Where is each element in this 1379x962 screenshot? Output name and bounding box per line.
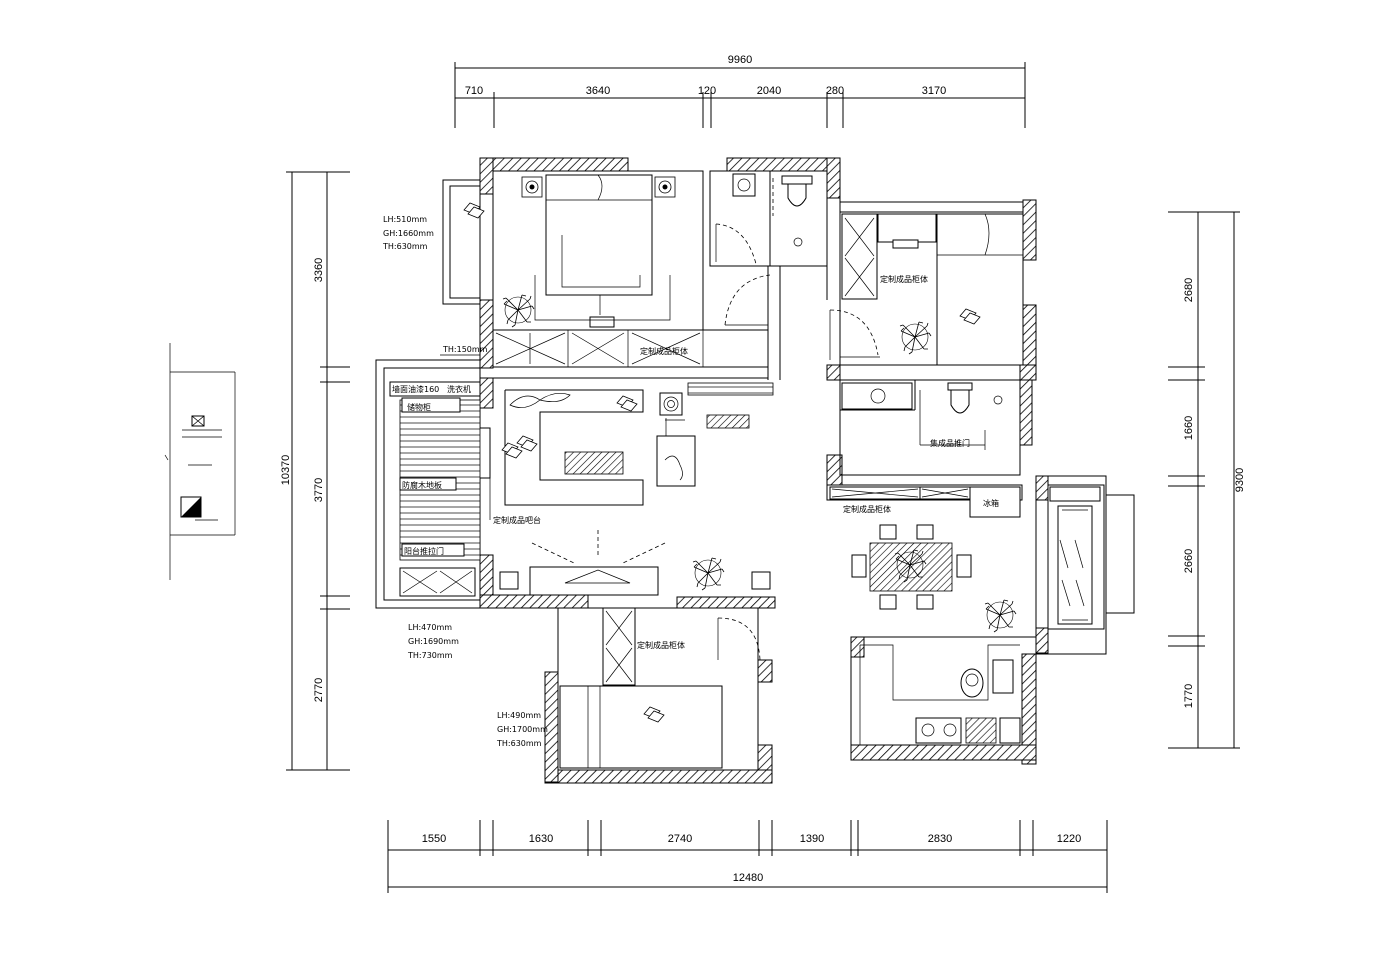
right-total: 9300 [1234, 468, 1246, 492]
sink-icon [737, 178, 751, 192]
pillow-icon [616, 395, 638, 412]
left-dimensions: 10370 3360 3770 2770 [280, 171, 350, 771]
corridor-doors [724, 274, 880, 360]
bar-counter-label: 定制成品吧台 [493, 515, 541, 525]
right-dimensions: 9300 2680 1660 2660 1770 [1168, 211, 1246, 749]
utility-balcony [1049, 486, 1101, 625]
right-seg-3: 2660 [1183, 549, 1195, 573]
balcony-window-lh: LH:470mm [408, 623, 452, 632]
left-seg-2: 3770 [313, 478, 325, 502]
top-seg-2: 3640 [586, 85, 610, 97]
bottom-seg-6: 1220 [1057, 833, 1081, 845]
second-bedroom: 定制成品柜体 [841, 213, 1024, 366]
toilet-icon [787, 183, 807, 207]
plant-icon [692, 557, 725, 591]
small-window-lh: LH:490mm [497, 711, 541, 720]
lamp-icon [654, 176, 676, 198]
bottom-seg-1: 1550 [422, 833, 446, 845]
second-wardrobe [841, 213, 878, 300]
right-seg-2: 1660 [1183, 416, 1195, 440]
sink-icon [870, 388, 886, 404]
fridge [969, 486, 1021, 518]
kitchen [859, 644, 1021, 745]
balcony-window-gh: GH:1690mm [408, 637, 459, 646]
pillow-icon [516, 435, 538, 452]
lamp-icon [521, 176, 543, 198]
wall-note-1: 墙面油漆160 [392, 384, 439, 394]
top-seg-4: 2040 [757, 85, 781, 97]
balcony-door-label: 阳台推拉门 [404, 546, 444, 556]
dining-cabinet-label: 定制成品柜体 [843, 504, 891, 514]
plant-icon [984, 599, 1017, 633]
master-bath [715, 173, 813, 265]
top-seg-3: 120 [698, 85, 716, 97]
wall-note-3: 储物柜 [407, 402, 431, 412]
master-bedroom: 定制成品柜体 LH:510mm GH:1660mm TH:630mm TH:15… [382, 174, 769, 368]
living-room: 定制成品吧台 [456, 382, 774, 596]
bottom-total: 12480 [733, 872, 764, 884]
master-bed [545, 174, 653, 296]
floor-note: 防腐木地板 [402, 480, 442, 490]
small-window-gh: GH:1700mm [497, 725, 548, 734]
dining-area: 冰箱 定制成品柜体 [829, 486, 1021, 633]
bottom-seg-5: 2830 [928, 833, 952, 845]
plant-icon [899, 321, 932, 355]
small-bedroom: 定制成品柜体 LH:490mm GH:1700mm TH:630mm [496, 607, 761, 769]
master-wardrobe-label: 定制成品柜体 [640, 346, 688, 356]
bottom-dimensions: 1550 1630 2740 1390 2830 1220 12480 [387, 820, 1108, 893]
pillow-icon [463, 202, 485, 219]
second-wardrobe-label: 定制成品柜体 [880, 274, 928, 284]
bottom-seg-2: 1630 [529, 833, 553, 845]
second-bed [936, 213, 1024, 366]
small-wardrobe-label: 定制成品柜体 [637, 640, 685, 650]
dining-table [869, 542, 953, 592]
fridge-label: 冰箱 [983, 498, 999, 508]
plant-icon [502, 294, 535, 328]
master-window-th: TH:630mm [382, 242, 428, 251]
left-seg-3: 2770 [313, 678, 325, 702]
small-wardrobe [602, 607, 636, 686]
left-total: 10370 [280, 455, 292, 486]
balcony-cabinet [399, 567, 476, 597]
toilet-icon [950, 389, 970, 414]
master-window-gh: GH:1660mm [383, 229, 434, 238]
left-seg-1: 3360 [313, 258, 325, 282]
right-seg-4: 1770 [1183, 684, 1195, 708]
th-note: TH:150mm [442, 345, 488, 354]
second-bath: 集成品推门 [841, 382, 1003, 450]
stove-icon [915, 717, 962, 744]
person-icon [960, 668, 984, 698]
bottom-seg-4: 1390 [800, 833, 824, 845]
balcony: 墙面油漆160 洗衣机 储物柜 防腐木地板 阳台推拉门 LH:470mm GH:… [389, 381, 481, 660]
balcony-window-th: TH:730mm [407, 651, 453, 660]
top-seg-5: 280 [826, 85, 844, 97]
top-total: 9960 [728, 54, 752, 66]
master-wardrobe [492, 329, 769, 368]
top-seg-6: 3170 [922, 85, 946, 97]
armchair [656, 435, 696, 487]
small-window-th: TH:630mm [496, 739, 542, 748]
legend-box [164, 343, 236, 580]
top-dimensions: 9960 710 3640 120 2040 280 3170 [454, 54, 1026, 128]
master-window-lh: LH:510mm [383, 215, 427, 224]
wall-note-2: 洗衣机 [447, 384, 471, 394]
bottom-seg-3: 2740 [668, 833, 692, 845]
small-bed [559, 685, 723, 769]
bath-door-label: 集成品推门 [930, 438, 970, 448]
coffee-table [564, 451, 624, 475]
top-seg-1: 710 [465, 85, 483, 97]
right-seg-1: 2680 [1183, 278, 1195, 302]
